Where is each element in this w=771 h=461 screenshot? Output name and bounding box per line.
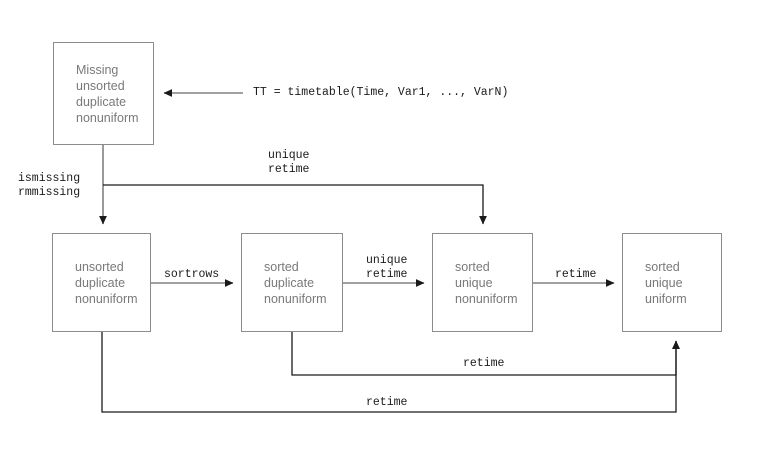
connector-feedback-retime-lower — [101, 332, 680, 413]
state-box-sorted-duplicate-nonuniform-line-2: duplicate — [264, 275, 315, 290]
state-box-sorted-unique-nonuniform[interactable]: sorted unique nonuniform — [432, 233, 533, 332]
state-box-sorted-duplicate-nonuniform-line-1: sorted — [264, 259, 299, 274]
state-box-sorted-unique-uniform-line-2: unique — [645, 275, 683, 290]
state-box-missing-line-3: duplicate — [76, 94, 127, 109]
state-box-missing-line-2: unsorted — [76, 78, 125, 93]
connector-missing-to-sorted-unique-nonuniform — [103, 184, 487, 225]
state-box-sorted-unique-nonuniform-line-2: unique — [455, 275, 493, 290]
state-box-sorted-unique-uniform[interactable]: sorted unique uniform — [622, 233, 722, 332]
state-box-unsorted-duplicate-nonuniform-line-1: unsorted — [75, 259, 124, 274]
label-unique-retime-mid: unique retime — [366, 254, 408, 281]
state-box-missing[interactable]: Missing unsorted duplicate nonuniform — [53, 42, 154, 145]
state-box-sorted-duplicate-nonuniform[interactable]: sorted duplicate nonuniform — [241, 233, 343, 332]
state-box-unsorted-duplicate-nonuniform-line-3: nonuniform — [75, 291, 138, 306]
state-box-sorted-unique-nonuniform-line-1: sorted — [455, 259, 490, 274]
label-unique-retime-top: unique retime — [268, 149, 310, 176]
state-box-sorted-unique-uniform-line-3: uniform — [645, 291, 687, 306]
state-box-missing-line-1: Missing — [76, 62, 119, 77]
state-box-sorted-duplicate-nonuniform-line-3: nonuniform — [264, 291, 327, 306]
label-timetable-constructor: TT = timetable(Time, Var1, ..., VarN) — [253, 86, 509, 99]
state-box-sorted-unique-nonuniform-line-3: nonuniform — [455, 291, 518, 306]
state-box-missing-line-4: nonuniform — [76, 110, 139, 125]
label-ismissing-rmmissing: ismissing rmmissing — [18, 172, 81, 199]
label-retime-feedback-lower: retime — [366, 396, 408, 409]
state-box-unsorted-duplicate-nonuniform[interactable]: unsorted duplicate nonuniform — [52, 233, 151, 332]
state-box-sorted-unique-uniform-line-1: sorted — [645, 259, 680, 274]
label-retime-feedback-upper: retime — [463, 357, 505, 370]
label-retime-right: retime — [555, 268, 597, 281]
label-sortrows: sortrows — [164, 268, 220, 281]
state-box-unsorted-duplicate-nonuniform-line-2: duplicate — [75, 275, 126, 290]
